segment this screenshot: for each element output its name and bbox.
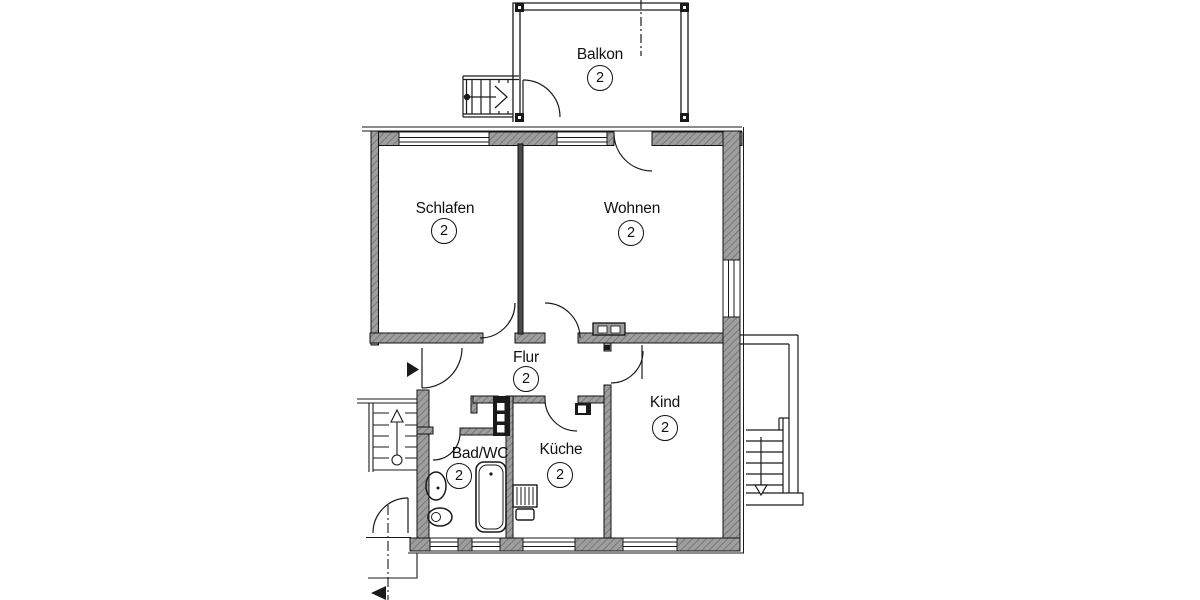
left-staircase [357, 398, 417, 472]
room-label-badwc: Bad/WC [451, 445, 509, 462]
house-entry-door-arc [522, 79, 561, 118]
kitchen-radiator [512, 484, 538, 521]
room-number-flur: 2 [513, 366, 539, 392]
exterior-outline [362, 126, 744, 554]
room-label-balkon: Balkon [576, 46, 624, 63]
upper-staircase [462, 75, 519, 118]
stair-down-arrow-icon [753, 484, 769, 497]
room-number-wohnen: 2 [618, 220, 644, 246]
flur-entry-door [421, 347, 463, 389]
installation-shaft [493, 396, 510, 436]
entrance-marker-icon [407, 362, 419, 377]
door-arcs [372, 132, 653, 534]
section-arrow-icon [371, 586, 386, 600]
right-staircase [740, 334, 804, 506]
room-label-kueche: Küche [539, 441, 583, 458]
windows [398, 131, 741, 552]
badwc-door-arc [432, 432, 461, 461]
wohnen-door-arc [544, 302, 581, 339]
room-label-flur: Flur [513, 349, 539, 366]
room-label-kind: Kind [649, 394, 681, 411]
balcony-railing [512, 2, 689, 122]
balcony-door-arc [613, 132, 653, 172]
toilet [427, 507, 453, 527]
room-number-kueche: 2 [547, 462, 573, 488]
entrance-exterior [368, 505, 418, 600]
stair-up-arrow-icon [390, 408, 404, 423]
balcony-posts [515, 3, 689, 122]
room-number-schlafen: 2 [431, 218, 457, 244]
room-number-kind: 2 [652, 415, 678, 441]
bathtub [475, 461, 507, 533]
sink [425, 471, 447, 501]
corner-shaft-box [575, 403, 591, 415]
kind-door [610, 345, 644, 384]
wohnen-wall-box [592, 322, 626, 350]
kueche-door-arc [544, 398, 578, 432]
room-number-badwc: 2 [446, 463, 472, 489]
stair-direction-chevron-icon [494, 85, 508, 109]
schlafen-door-arc [479, 302, 516, 339]
room-label-schlafen: Schlafen [415, 200, 475, 217]
building-entrance-door [372, 497, 409, 534]
room-number-balkon: 2 [587, 65, 613, 91]
room-label-wohnen: Wohnen [603, 200, 661, 217]
